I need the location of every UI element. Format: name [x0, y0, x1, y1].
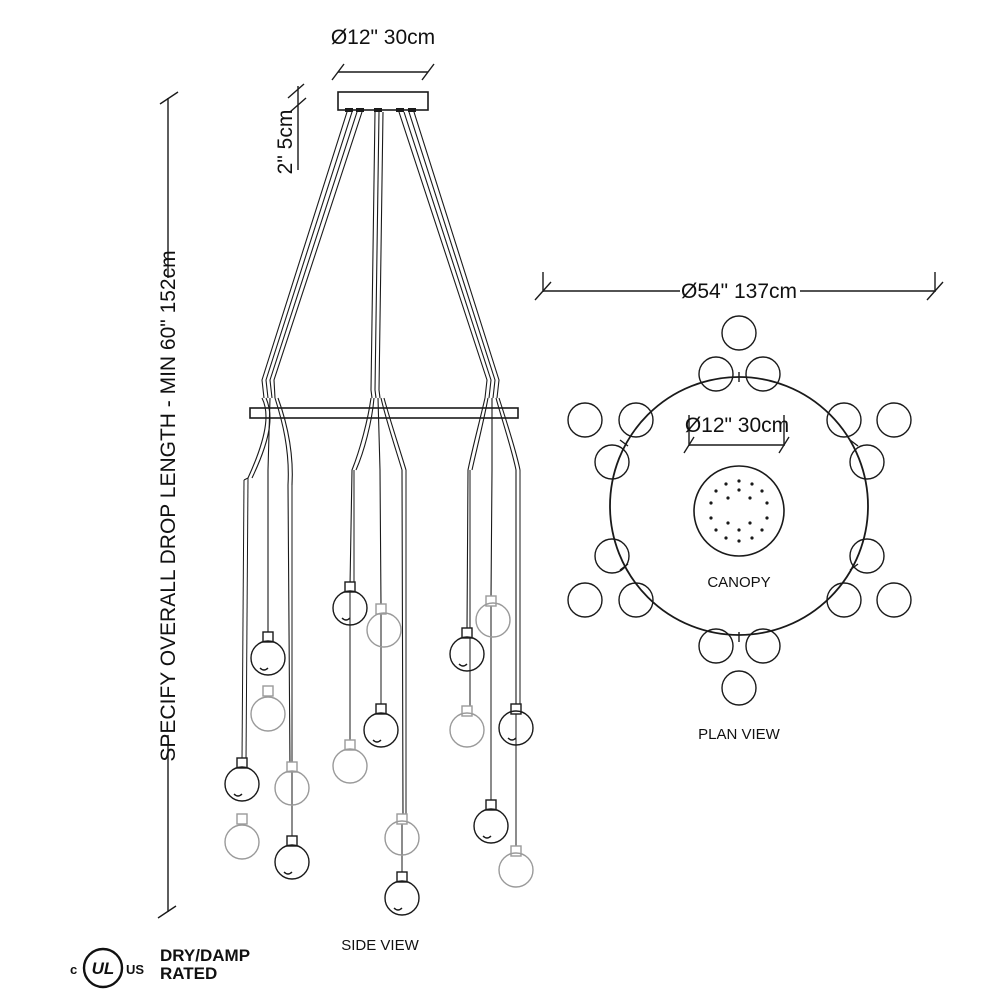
- plan-globe: [876, 582, 912, 618]
- ul-certification: c UL US DRY/DAMP RATED: [70, 946, 250, 989]
- plan-canopy: [693, 465, 785, 557]
- globe-ghost: [224, 813, 260, 860]
- canopy-label: CANOPY: [707, 574, 770, 591]
- plan-diameter-label: Ø54" 137cm: [681, 280, 797, 303]
- side-view: [157, 63, 534, 919]
- pendant-cords: [241, 470, 521, 876]
- globe-ghost: [449, 705, 485, 748]
- globe-ghost: [250, 685, 286, 732]
- canopy-side: [337, 91, 429, 111]
- overall-drop-dimension: [157, 91, 179, 919]
- plan-globe: [826, 582, 862, 618]
- globe-dark: [363, 703, 399, 748]
- globe-dark: [473, 799, 509, 844]
- ring-ticks: [619, 372, 859, 642]
- suspension-cables: [261, 111, 500, 399]
- middle-splay: [349, 397, 407, 819]
- globe-dark: [449, 627, 485, 672]
- globe-dark: [384, 871, 420, 916]
- pendant-globes: [224, 581, 534, 916]
- plan-globe: [618, 402, 654, 438]
- globe-dark: [224, 757, 260, 802]
- canopy-height-label: 2" 5cm: [274, 110, 297, 175]
- ul-us-mark: US: [126, 962, 144, 977]
- side-view-label: SIDE VIEW: [341, 937, 419, 954]
- plan-globe: [721, 670, 757, 706]
- plan-globe: [876, 402, 912, 438]
- canopy-holes: [709, 479, 769, 543]
- plan-diameter-dimension: [534, 272, 944, 301]
- plan-globe: [567, 582, 603, 618]
- plan-globe: [698, 628, 734, 664]
- plan-globe: [849, 444, 885, 480]
- plan-globe: [745, 628, 781, 664]
- plan-globe: [849, 538, 885, 574]
- plan-globe: [745, 356, 781, 392]
- canopy-height-dimension: [287, 83, 307, 170]
- globe-dark: [498, 703, 534, 746]
- plan-globes: [567, 315, 912, 706]
- plan-globe: [594, 538, 630, 574]
- globe-dark: [332, 581, 368, 626]
- globe-ghost: [366, 603, 402, 648]
- overall-drop-label: SPECIFY OVERALL DROP LENGTH - MIN 60" 15…: [157, 250, 180, 761]
- plan-view-label: PLAN VIEW: [698, 726, 781, 743]
- canopy-ports: [345, 108, 416, 112]
- plan-canopy-dimension: [683, 415, 790, 454]
- globe-ghost: [498, 845, 534, 888]
- plan-globe: [567, 402, 603, 438]
- rating-line-2: RATED: [160, 964, 217, 983]
- globe-ghost: [274, 761, 310, 806]
- plan-view: [534, 272, 944, 706]
- plan-canopy-label: Ø12" 30cm: [685, 414, 789, 437]
- globe-ghost: [332, 739, 368, 784]
- plan-globe: [721, 315, 757, 351]
- globe-dark: [274, 835, 310, 880]
- ul-c-mark: c: [70, 962, 77, 977]
- plan-globe: [594, 444, 630, 480]
- plan-globe: [618, 582, 654, 618]
- ul-logo-letters: UL: [92, 959, 115, 978]
- ul-logo-icon: [82, 947, 124, 989]
- left-splay: [243, 397, 293, 771]
- globe-dark: [250, 631, 286, 676]
- rating-line-1: DRY/DAMP: [160, 946, 250, 965]
- plan-globe: [826, 402, 862, 438]
- pendant-globes-ghost: [224, 595, 534, 888]
- right-splay: [466, 397, 521, 706]
- globe-ghost: [384, 813, 420, 856]
- globe-ghost: [475, 595, 511, 638]
- canopy-width-label: Ø12" 30cm: [331, 26, 435, 49]
- canopy-width-dimension: [331, 63, 435, 81]
- plan-globe: [698, 356, 734, 392]
